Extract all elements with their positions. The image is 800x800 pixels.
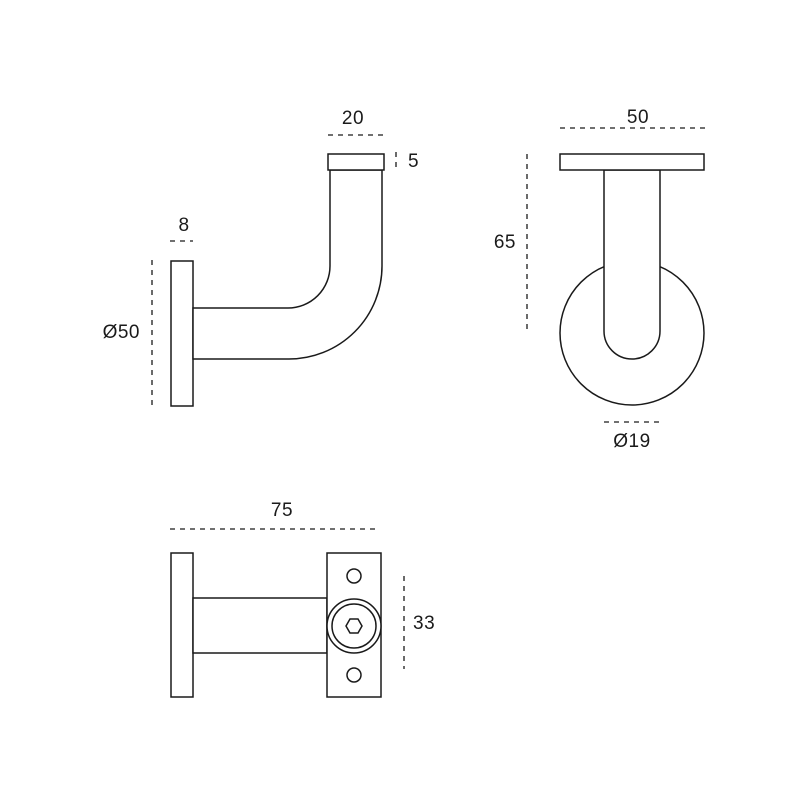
dim-label-front-width: 50 [627, 107, 649, 128]
front-view: 50 65 Ø19 [494, 107, 705, 452]
dim-label-projection: 75 [271, 500, 293, 521]
side-arm [192, 169, 383, 360]
side-rose [170, 260, 194, 407]
dim-label-top-height: 5 [408, 151, 419, 172]
screw-hole-bottom [346, 667, 362, 683]
dim-label-plate-width: 33 [413, 613, 435, 634]
dim-label-rose-thickness: 8 [178, 215, 189, 236]
dim-label-bar-diameter: Ø19 [613, 431, 650, 452]
screw-hole-top [346, 568, 362, 584]
side-saddle [327, 153, 385, 171]
dim-label-front-height: 65 [494, 232, 516, 253]
front-bar [603, 169, 661, 360]
front-saddle [559, 153, 705, 171]
side-view: 20 5 8 Ø50 [103, 108, 419, 407]
top-rose [170, 552, 194, 698]
hex-socket-icon [345, 618, 363, 634]
top-view: 75 33 [170, 500, 435, 698]
dim-label-rose-diameter: Ø50 [103, 322, 140, 343]
top-arm [192, 597, 328, 654]
dim-label-top-width: 20 [342, 108, 364, 129]
